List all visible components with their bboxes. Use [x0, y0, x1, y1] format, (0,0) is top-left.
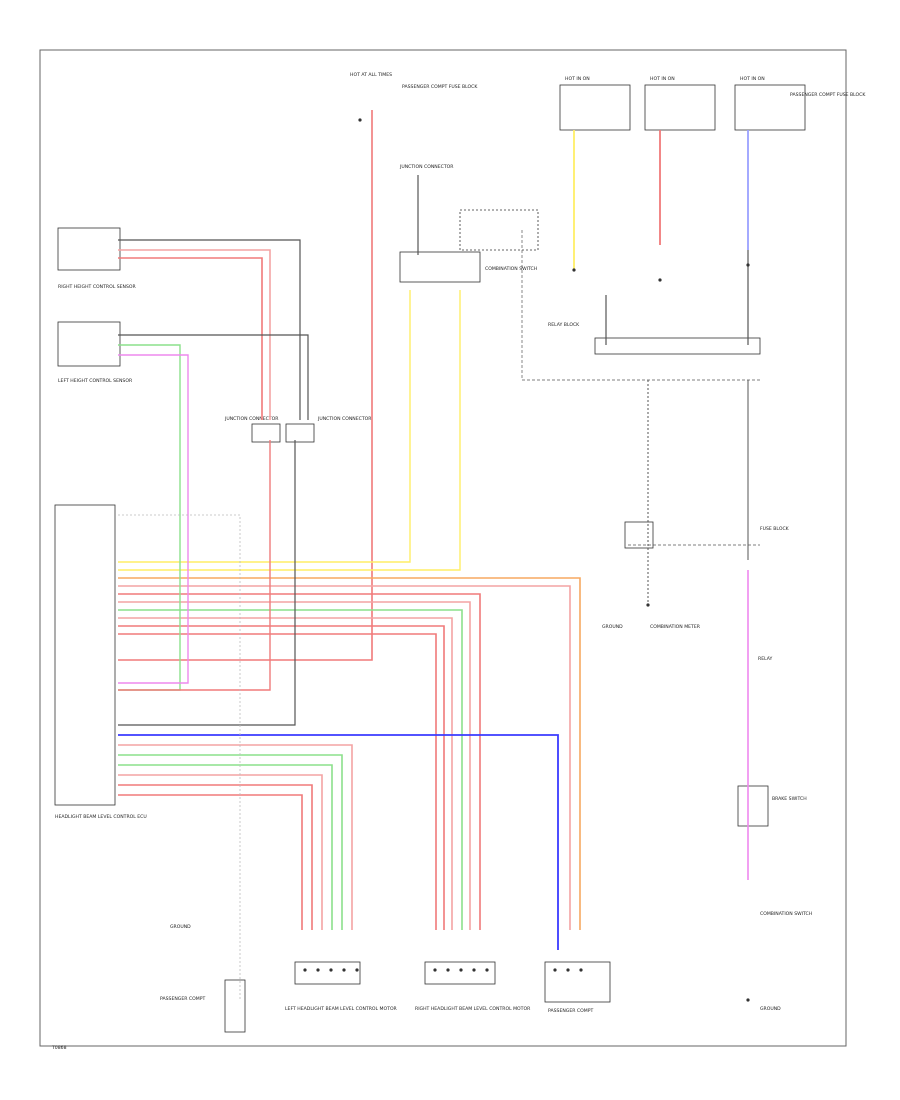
connector-pin: [746, 998, 750, 1002]
ecu-label: HEADLIGHT BEAM LEVEL CONTROL ECU: [55, 814, 147, 820]
wire-20: [118, 625, 445, 930]
junction-connector-label: JUNCTION CONNECTOR: [399, 164, 454, 170]
wire-17: [118, 601, 471, 930]
passenger-left-box: [224, 979, 246, 1033]
relay-right-label: RELAY: [758, 656, 773, 662]
wire-14: [118, 577, 581, 930]
connector-pin: [329, 968, 333, 972]
right-motor-box: [424, 961, 496, 985]
connector-pin: [316, 968, 320, 972]
wire-19: [118, 617, 453, 930]
wire-37: [118, 514, 241, 1000]
connector-pin: [485, 968, 489, 972]
ground-mid-label: GROUND: [602, 624, 623, 630]
connector-pin: [433, 968, 437, 972]
wire-16: [118, 593, 481, 930]
pin-group: [303, 118, 750, 1002]
relay-block-box: [594, 337, 761, 355]
wire-18: [118, 609, 463, 930]
combination-switch-label: COMBINATION SWITCH: [485, 266, 537, 272]
headlamp-left-label: LEFT HEADLIGHT BEAM LEVEL CONTROL MOTOR: [285, 1006, 398, 1012]
wire-23: [118, 744, 353, 930]
diagram-frame: [39, 49, 847, 1047]
wire-25: [118, 764, 333, 930]
fuse-box-3: [734, 84, 806, 131]
connector-pin: [342, 968, 346, 972]
wire-12: [118, 290, 411, 563]
wire-group: [118, 110, 760, 1000]
wire-9: [521, 230, 760, 381]
wire-15: [118, 585, 571, 930]
connector-pin: [355, 968, 359, 972]
wire-26: [118, 774, 323, 930]
relay-block-label: RELAY BLOCK: [548, 322, 580, 328]
wire-22: [118, 734, 559, 950]
fuse3-label: HOT IN ON: [740, 76, 765, 82]
fusebox-mid-label: FUSE BLOCK: [760, 526, 790, 532]
combination-switch-upper: [459, 209, 539, 251]
combination-meter-box: [624, 521, 654, 549]
connector-pin: [472, 968, 476, 972]
wire-34: [118, 354, 189, 684]
passenger-box: [544, 961, 611, 1003]
right-sensor-box: [57, 227, 121, 271]
wire-24: [118, 754, 343, 930]
junction-mid-box-1: [251, 423, 281, 443]
ground-right-label: GROUND: [760, 1006, 781, 1012]
fuse2-label: HOT IN ON: [650, 76, 675, 82]
footer-code: T0868: [51, 1045, 67, 1051]
junction-mid-box-2: [285, 423, 315, 443]
junction-mid-label: JUNCTION CONNECTOR: [224, 416, 279, 422]
ecu-box: [54, 504, 116, 806]
passenger-box-label: PASSENGER COMPT: [548, 1008, 593, 1014]
left-motor-box: [294, 961, 361, 985]
fuse-block-group: HOT IN ON HOT IN ON HOT IN ON PASSENGER …: [559, 76, 866, 131]
fuse-box-1: [559, 84, 631, 131]
brake-switch-label: BRAKE SWITCH: [772, 796, 807, 802]
connector-pin: [566, 968, 570, 972]
wire-35: [118, 440, 271, 691]
connector-pin: [553, 968, 557, 972]
fuse1-label: HOT IN ON: [565, 76, 590, 82]
connector-pin: [579, 968, 583, 972]
ground-left-label: GROUND: [170, 924, 191, 930]
wire-0: [118, 110, 373, 661]
wire-31: [118, 257, 263, 420]
connector-pin: [646, 603, 650, 607]
right-sensor-label: RIGHT HEIGHT CONTROL SENSOR: [58, 284, 136, 290]
combination-switch2-label: COMBINATION SWITCH: [760, 911, 812, 917]
connector-pin: [658, 278, 662, 282]
connector-pin: [572, 268, 576, 272]
wire-32: [118, 334, 309, 420]
fuse-box-2: [644, 84, 716, 131]
hot-top-label: HOT AT ALL TIMES: [350, 72, 392, 78]
connector-pin: [358, 118, 362, 122]
passenger-left-label: PASSENGER COMPT: [160, 996, 205, 1002]
wire-33: [118, 344, 181, 691]
junction-mid2-label: JUNCTION CONNECTOR: [317, 416, 372, 422]
wire-36: [118, 440, 296, 726]
wire-21: [118, 633, 437, 930]
wire-13: [118, 290, 461, 571]
headlamp-right-label: RIGHT HEADLIGHT BEAM LEVEL CONTROL MOTOR: [415, 1006, 531, 1012]
combination-switch-box: [399, 251, 481, 283]
left-sensor-label: LEFT HEIGHT CONTROL SENSOR: [58, 378, 133, 384]
wire-28: [118, 794, 303, 930]
brake-switch-box: [737, 785, 769, 827]
combination-meter-label: COMBINATION METER: [650, 624, 701, 630]
fusebox-right-label: PASSENGER COMPT FUSE BLOCK: [790, 92, 866, 98]
left-sensor-box: [57, 321, 121, 367]
wire-29: [118, 239, 301, 420]
connector-pin: [446, 968, 450, 972]
connector-pin: [746, 263, 750, 267]
wire-30: [118, 249, 271, 420]
connector-pin: [303, 968, 307, 972]
fuse-top-label: PASSENGER COMPT FUSE BLOCK: [402, 84, 478, 90]
connector-pin: [459, 968, 463, 972]
wire-27: [118, 784, 313, 930]
